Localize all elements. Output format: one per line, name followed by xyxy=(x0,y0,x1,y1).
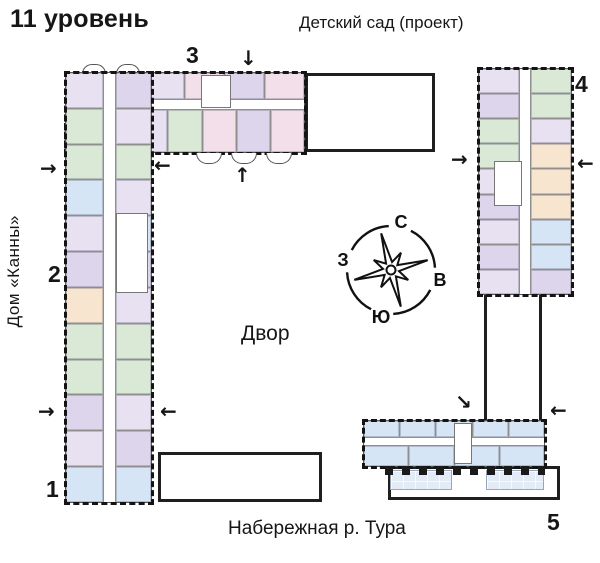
apartment-unit[interactable] xyxy=(364,446,409,466)
apartment-unit[interactable] xyxy=(479,69,519,94)
kindergarten-label: Детский сад (проект) xyxy=(299,13,464,32)
apartment-unit[interactable] xyxy=(472,421,508,437)
apartment-unit[interactable] xyxy=(270,110,304,152)
apartment-unit[interactable] xyxy=(400,421,436,437)
apartment-unit[interactable] xyxy=(116,180,151,216)
apartment-unit[interactable] xyxy=(265,73,304,99)
apartment-unit[interactable] xyxy=(116,395,151,431)
apartment-unit[interactable] xyxy=(116,467,151,502)
apartment-unit[interactable] xyxy=(66,252,103,287)
section-number-1: 1 xyxy=(46,476,59,502)
apartment-unit[interactable] xyxy=(168,110,202,152)
compass-west-label: З xyxy=(337,250,348,270)
building-section-5[interactable] xyxy=(361,418,547,469)
apartment-unit[interactable] xyxy=(479,119,519,144)
entrance-arrow-left-section4: ← xyxy=(577,151,594,175)
apartment-unit[interactable] xyxy=(202,110,236,152)
balcony-bay xyxy=(266,153,292,164)
section-number-4: 4 xyxy=(575,71,588,97)
corridor xyxy=(520,69,530,294)
apartment-unit[interactable] xyxy=(116,431,151,467)
entrance-arrow-left-section1: ← xyxy=(160,399,177,423)
apartment-unit[interactable] xyxy=(145,73,185,99)
apartment-unit[interactable] xyxy=(66,359,103,395)
apartment-unit[interactable] xyxy=(479,219,519,244)
compass-rose: С В Ю З xyxy=(333,212,449,328)
section-number-3: 3 xyxy=(186,42,199,68)
building-section-4[interactable] xyxy=(476,66,574,297)
apartment-unit[interactable] xyxy=(116,323,151,359)
apartment-unit[interactable] xyxy=(409,446,454,466)
apartment-unit[interactable] xyxy=(66,431,103,467)
entrance-arrow-up-section3: ↑ xyxy=(234,163,251,187)
apartment-unit[interactable] xyxy=(66,287,103,323)
apartment-unit[interactable] xyxy=(66,73,103,108)
apartment-column xyxy=(66,73,103,502)
apartment-unit[interactable] xyxy=(116,73,151,108)
courtyard-label: Двор xyxy=(241,322,290,345)
apartment-unit[interactable] xyxy=(479,269,519,294)
balcony-bay xyxy=(196,153,222,164)
apartment-unit[interactable] xyxy=(531,169,571,194)
compass-south-label: Ю xyxy=(372,307,391,327)
apartment-unit[interactable] xyxy=(66,395,103,431)
apartment-unit[interactable] xyxy=(531,119,571,144)
passage-outline xyxy=(484,294,542,422)
annex-outline-bottom xyxy=(158,452,322,502)
apartment-unit[interactable] xyxy=(236,110,270,152)
apartment-unit[interactable] xyxy=(116,108,151,144)
stairwell xyxy=(116,213,148,293)
apartment-unit[interactable] xyxy=(531,69,571,94)
apartment-unit[interactable] xyxy=(531,219,571,244)
kindergarten-outline xyxy=(305,73,435,152)
compass-icon: С В Ю З xyxy=(337,212,447,327)
entrance-arrow-right-section4: → xyxy=(451,147,468,171)
corridor xyxy=(104,73,115,502)
apartment-unit[interactable] xyxy=(531,94,571,119)
apartment-unit[interactable] xyxy=(116,144,151,180)
stairwell xyxy=(494,161,522,206)
stairwell xyxy=(454,423,472,464)
entrance-arrow-right-section1: → xyxy=(38,399,55,423)
apartment-unit[interactable] xyxy=(531,244,571,269)
apartment-unit[interactable] xyxy=(116,287,151,323)
terrace-slab xyxy=(390,470,452,490)
apartment-unit[interactable] xyxy=(66,216,103,252)
compass-north-label: С xyxy=(395,212,408,232)
entrance-arrow-diag-section5: ↘ xyxy=(455,390,472,414)
apartment-unit[interactable] xyxy=(479,94,519,119)
page-title: 11 уровень xyxy=(10,5,149,33)
apartment-unit[interactable] xyxy=(66,180,103,216)
entrance-arrow-down-section3: ↓ xyxy=(240,46,257,70)
stairwell xyxy=(201,75,231,108)
column-row xyxy=(385,466,545,475)
apartment-unit[interactable] xyxy=(66,144,103,180)
apartment-unit[interactable] xyxy=(116,359,151,395)
entrance-arrow-left-section2: ← xyxy=(154,153,171,177)
apartment-unit[interactable] xyxy=(66,323,103,359)
apartment-unit[interactable] xyxy=(364,421,400,437)
building-section-1-2[interactable] xyxy=(63,70,154,505)
apartment-unit[interactable] xyxy=(531,144,571,169)
apartment-unit[interactable] xyxy=(499,446,544,466)
entrance-arrow-left-section5: ← xyxy=(550,398,567,422)
apartment-unit[interactable] xyxy=(531,269,571,294)
apartment-unit[interactable] xyxy=(66,108,103,144)
apartment-unit[interactable] xyxy=(531,194,571,219)
apartment-unit[interactable] xyxy=(225,73,265,99)
section-number-2: 2 xyxy=(48,261,61,287)
apartment-column xyxy=(531,69,571,294)
corridor xyxy=(66,100,304,109)
apartment-unit[interactable] xyxy=(508,421,545,437)
apartment-unit[interactable] xyxy=(479,244,519,269)
entrance-arrow-right-section2: → xyxy=(40,156,57,180)
apartment-unit[interactable] xyxy=(66,467,103,502)
section-number-5: 5 xyxy=(547,509,560,535)
compass-east-label: В xyxy=(434,270,447,290)
house-kanny-label: Дом «Канны» xyxy=(4,215,23,328)
embankment-label: Набережная р. Тура xyxy=(228,518,406,539)
